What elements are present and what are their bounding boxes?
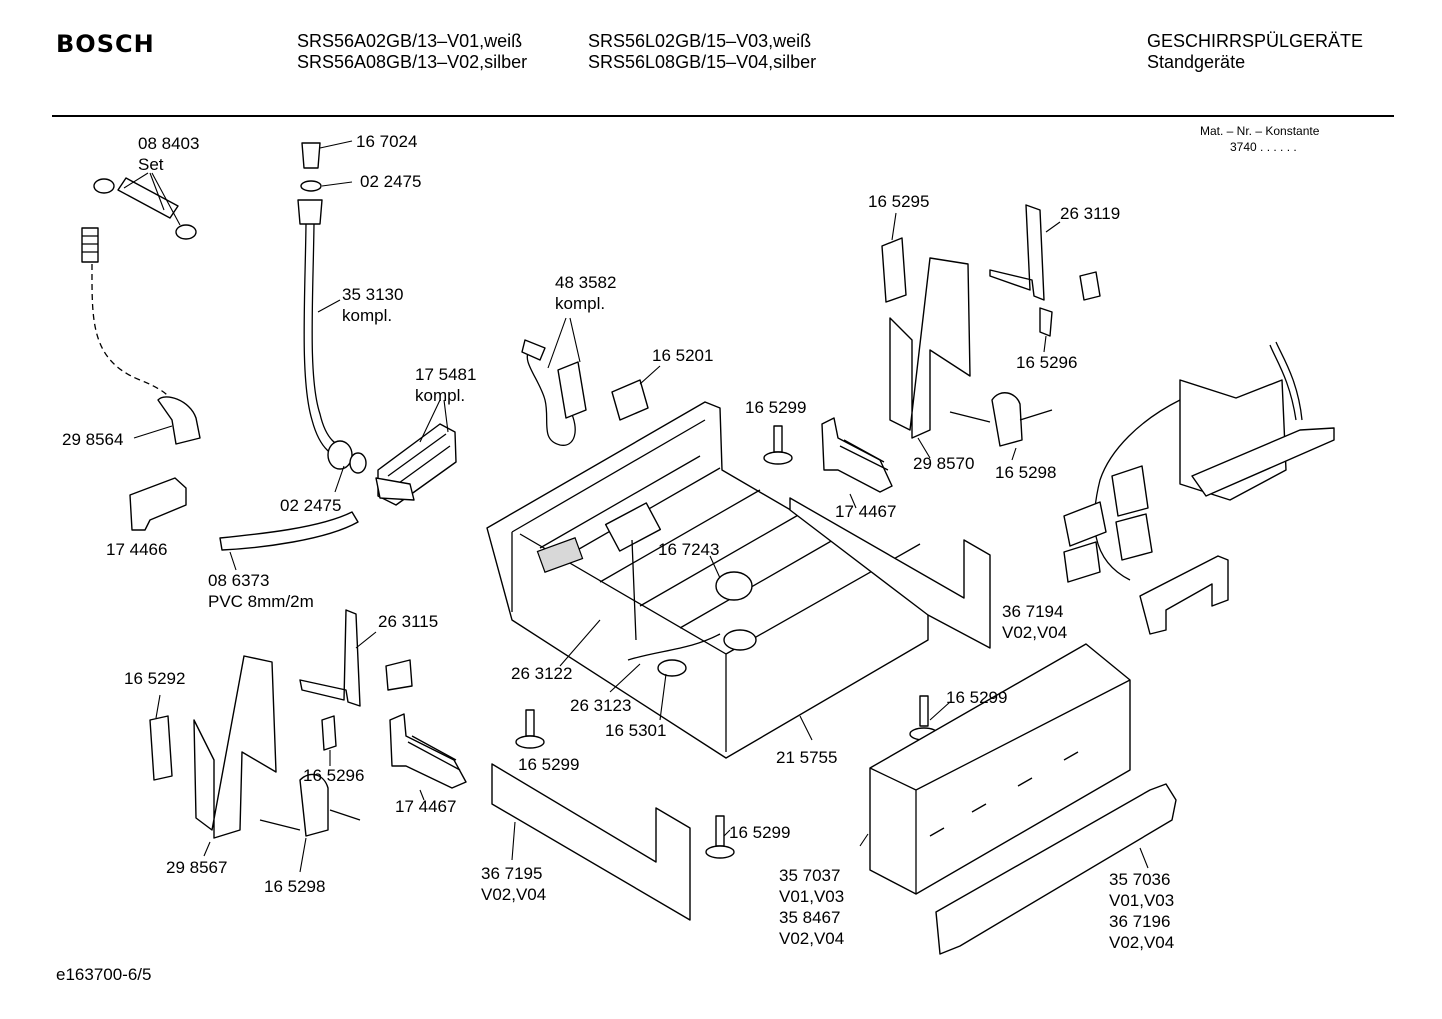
label-29-8564: 29 8564 [62,430,124,449]
label-16-5299-bottom: 16 5299 [729,823,791,842]
label-17-5481: 17 5481 [415,365,477,384]
label-21-5755: 21 5755 [776,748,838,767]
label-02-2475-top: 02 2475 [360,172,422,191]
valve-block-part [375,399,457,506]
connector-16-5201-part [611,365,661,421]
label-29-8570: 29 8570 [913,454,975,473]
label-16-5296-lower: 16 5296 [303,766,365,785]
model-line-4: SRS56L08GB/15–V04,silber [588,52,817,72]
label-35-7036-variant: V01,V03 [1109,891,1175,910]
label-16-5295: 16 5295 [868,192,930,211]
label-36-7196: 36 7196 [1109,912,1171,931]
switch-holder-upper-part [881,204,1101,461]
label-16-5299-left: 16 5299 [518,755,580,774]
label-16-5299-right: 16 5299 [946,688,1008,707]
plinth-36-7195-part [491,763,691,921]
label-35-7036: 35 7036 [1109,870,1171,889]
label-26-3122: 26 3122 [511,664,573,683]
label-16-5298-upper: 16 5298 [995,463,1057,482]
label-35-3130: 35 3130 [342,285,404,304]
inlet-hose-part [297,140,367,493]
label-35-7037-variant: V01,V03 [779,887,845,906]
model-line-1: SRS56A02GB/13–V01,weiß [297,31,523,51]
label-29-8567: 29 8567 [166,858,228,877]
label-36-7196-variant: V02,V04 [1109,933,1175,952]
bracket-17-4466-part [129,477,187,531]
cable-48-3582-part [521,317,587,446]
category-subtitle: Standgeräte [1147,52,1246,72]
label-35-8467-variant: V02,V04 [779,929,845,948]
label-16-5292: 16 5292 [124,669,186,688]
wiring-harness-part [1063,341,1335,635]
label-35-8467: 35 8467 [779,908,841,927]
label-26-3119: 26 3119 [1060,204,1121,223]
label-26-3115: 26 3115 [378,612,439,631]
plinth-35-7037-part [859,643,1177,955]
base-tub-part [486,401,929,759]
label-08-6373: 08 6373 [208,571,270,590]
label-pvc-hose: PVC 8mm/2m [208,592,314,611]
model-line-2: SRS56A08GB/13–V02,silber [297,52,528,72]
label-08-8403: 08 8403 [138,134,200,153]
label-17-5481-kompl: kompl. [415,386,466,405]
model-line-3: SRS56L02GB/15–V03,weiß [588,31,812,51]
coil-lower-part [389,713,467,801]
label-36-7194: 36 7194 [1002,602,1064,621]
label-16-5201: 16 5201 [652,346,714,365]
label-02-2475-bottom: 02 2475 [280,496,342,515]
category-title: GESCHIRRSPÜLGERÄTE [1147,31,1364,51]
label-16-5298-lower: 16 5298 [264,877,326,896]
drain-hose-part [81,227,201,445]
label-17-4467-upper: 17 4467 [835,502,897,521]
label-35-7037: 35 7037 [779,866,841,885]
label-35-3130-kompl: kompl. [342,306,393,325]
label-16-5299-upper: 16 5299 [745,398,807,417]
label-16-7243: 16 7243 [658,540,720,559]
label-36-7195-variant: V02,V04 [481,885,547,904]
label-36-7194-variant: V02,V04 [1002,623,1068,642]
drawing-code: e163700-6/5 [56,965,152,984]
panel-36-7194-part [789,497,991,649]
brand-logo: BOSCH [56,30,155,58]
label-48-3582-kompl: kompl. [555,294,606,313]
label-26-3123: 26 3123 [570,696,632,715]
hose-set-part [93,172,197,240]
label-set: Set [138,155,164,174]
switch-holder-lower-part [149,609,413,873]
label-17-4467-lower: 17 4467 [395,797,457,816]
mat-nr-value: 3740 . . . . . . [1230,140,1297,154]
label-36-7195: 36 7195 [481,864,543,883]
header-rule [52,115,1394,117]
pvc-hose-part [219,511,359,571]
coil-upper-part [821,417,893,509]
mat-nr-label: Mat. – Nr. – Konstante [1200,124,1320,138]
label-16-7024: 16 7024 [356,132,418,151]
label-48-3582: 48 3582 [555,273,617,292]
label-16-5296-upper: 16 5296 [1016,353,1078,372]
label-16-5301: 16 5301 [605,721,667,740]
label-17-4466: 17 4466 [106,540,168,559]
